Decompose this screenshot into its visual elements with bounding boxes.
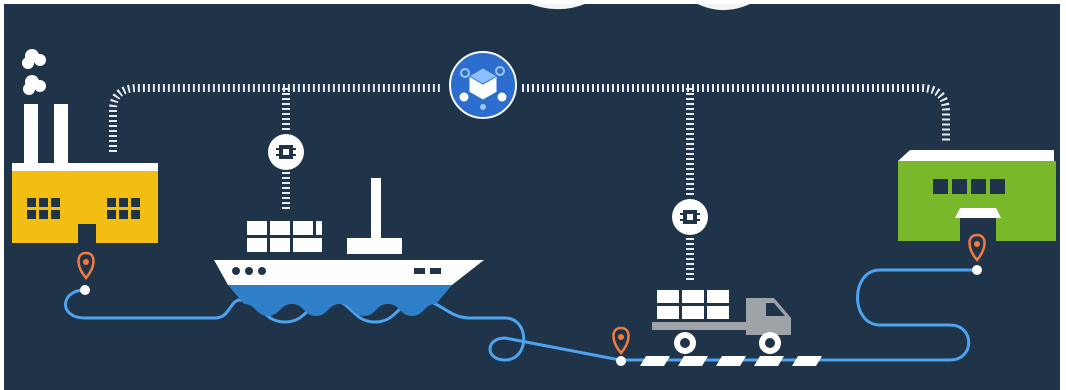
truck-wheels: [674, 332, 781, 354]
warehouse: [898, 150, 1056, 241]
location-pin-icon: [79, 253, 94, 295]
hub-node: [450, 52, 516, 118]
chip-node-truck: [672, 199, 708, 235]
ship-mast: [371, 178, 381, 238]
chip-node-ship: [268, 134, 304, 170]
warehouse-roof: [898, 150, 1054, 161]
ship-bridge: [347, 238, 402, 254]
chip-icon: [680, 210, 700, 224]
smoke-icon: [22, 49, 46, 95]
ship-water: [228, 285, 452, 316]
top-edge-smudge: [520, 0, 760, 10]
delivery-truck: [652, 290, 791, 354]
chimney-left: [24, 104, 38, 166]
chip-icon: [276, 145, 296, 159]
truck-cargo: [657, 290, 729, 319]
ship-containers: [247, 221, 322, 252]
route-line: [65, 270, 977, 360]
truck-bed: [652, 322, 762, 330]
connector-dots: [113, 88, 946, 282]
factory-roof: [12, 163, 158, 171]
ship-hull: [214, 260, 484, 285]
factory-door: [78, 224, 96, 243]
cargo-ship: [214, 178, 484, 316]
chimney-right: [54, 104, 68, 166]
factory: [12, 49, 158, 243]
